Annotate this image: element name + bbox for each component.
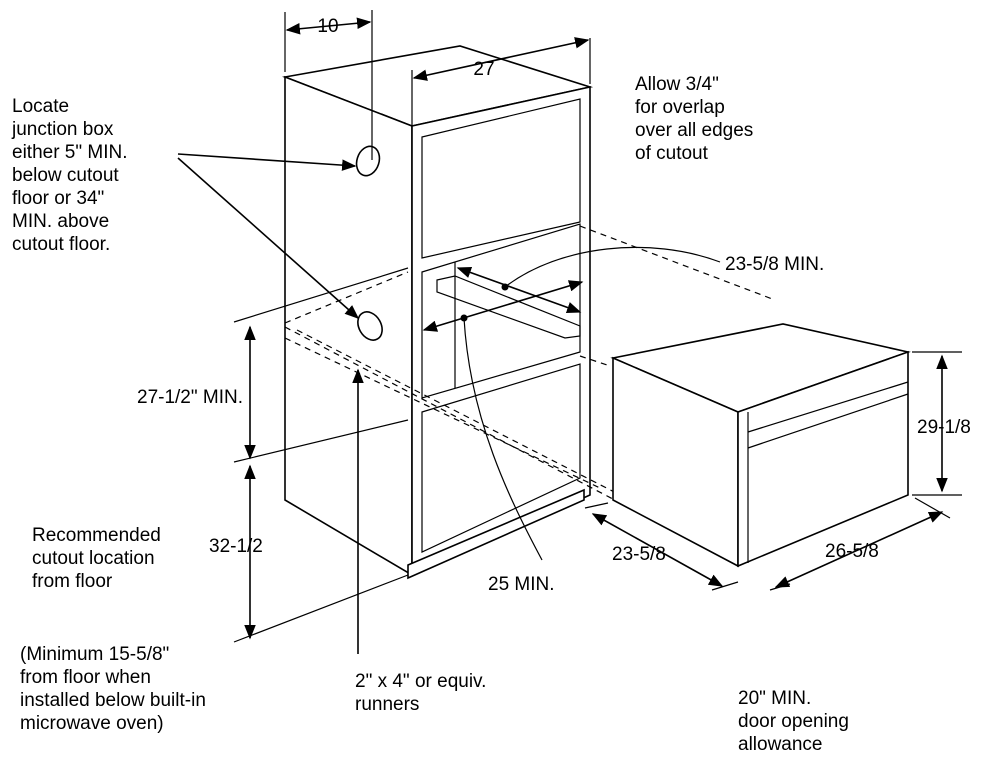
cabinet-side xyxy=(284,75,413,577)
recommended-note: Recommended cutout location from floor xyxy=(32,525,166,592)
junction-box-note: Locate junction box either 5" MIN. below… xyxy=(11,96,133,255)
cabinet-toe-kick xyxy=(407,488,585,580)
oven xyxy=(610,323,911,568)
dimension-lines xyxy=(177,10,962,654)
dim-32-1-2-label: 32-1/2 xyxy=(209,536,263,557)
dim-10-arrow xyxy=(285,17,372,35)
dim-26-5-8-arrow xyxy=(774,511,944,588)
overlap-note: Allow 3/4" for overlap over all edges of… xyxy=(635,74,759,164)
dim-10-label: 10 xyxy=(317,16,338,37)
runners-note: 2" x 4" or equiv. runners xyxy=(355,671,492,715)
dim-27-1-2-min-label: 27-1/2" MIN. xyxy=(137,387,243,408)
dim-27-arrow xyxy=(412,37,590,81)
upper-panel xyxy=(421,98,581,259)
cabinet xyxy=(282,45,594,580)
dim-26-5-8-label: 26-5/8 xyxy=(825,541,879,562)
dim-23-5-8-label: 23-5/8 xyxy=(612,544,666,565)
dim-25-min-arrow xyxy=(422,280,584,332)
dim-25-min-label: 25 MIN. xyxy=(488,574,555,595)
cutout-opening xyxy=(421,223,581,399)
minimum-height-note: (Minimum 15-5/8" from floor when install… xyxy=(20,644,211,734)
dim-23-5-8-arrow xyxy=(591,513,724,587)
junction-box-lower xyxy=(357,311,383,341)
dim-23-5-8-min-label: 23-5/8 MIN. xyxy=(725,254,824,275)
door-allowance-note: 20" MIN. door opening allowance xyxy=(738,688,854,755)
dim-27-label: 27 xyxy=(473,59,494,80)
oven-control-strip xyxy=(747,381,909,449)
lower-panel xyxy=(421,363,581,553)
dim-29-1-8-label: 29-1/8 xyxy=(917,417,971,438)
junction-box-upper xyxy=(355,145,381,177)
cutout-floor-dashes xyxy=(284,225,776,509)
